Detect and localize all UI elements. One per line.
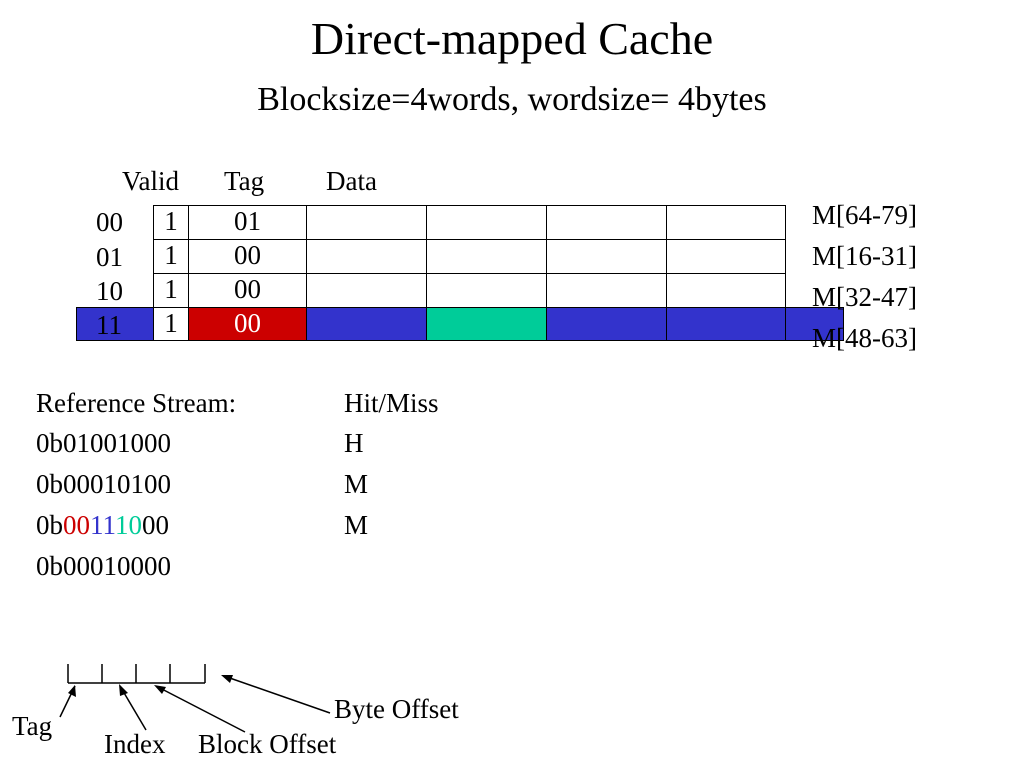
row-index-00: 00	[96, 207, 123, 237]
reference-address: 0b00010000	[36, 551, 171, 581]
index-field-label: Index	[104, 729, 166, 759]
data-cell-highlighted	[426, 307, 547, 341]
reference-stream-header: Reference Stream:	[36, 388, 237, 418]
tag-cell-highlighted: 00	[188, 307, 307, 341]
block-offset-arrow-line	[155, 685, 246, 733]
hit-miss-result: H	[344, 428, 364, 458]
memory-range-label: M[16-31]	[812, 241, 917, 271]
data-cell	[666, 307, 786, 341]
byte-offset-arrowhead	[221, 675, 233, 683]
valid-cell: 1	[153, 307, 189, 341]
page-subtitle: Blocksize=4words, wordsize= 4bytes	[257, 81, 767, 118]
tag-header: Tag	[224, 166, 265, 196]
memory-range-label: M[48-63]	[812, 323, 917, 353]
data-cell	[306, 307, 427, 341]
reference-address: 0b00010100	[36, 469, 171, 499]
tag-field-label: Tag	[12, 711, 53, 741]
hit-miss-header: Hit/Miss	[344, 388, 439, 418]
reference-address: 0b01001000	[36, 428, 171, 458]
byte-offset-field-label: Byte Offset	[334, 694, 459, 724]
data-header: Data	[326, 166, 377, 196]
row-index-01: 01	[96, 242, 123, 272]
byte-offset-arrow-line	[223, 675, 331, 714]
memory-range-label: M[64-79]	[812, 200, 917, 230]
addr-byte-offset-bits: 00	[142, 510, 169, 540]
addr-block-offset-bits: 10	[115, 510, 142, 540]
index-arrowhead	[119, 684, 128, 696]
reference-address-colored: 0b00111000	[36, 510, 169, 541]
hit-miss-result: M	[344, 469, 369, 499]
memory-range-label: M[32-47]	[812, 282, 917, 312]
addr-tag-bits: 00	[63, 510, 90, 540]
block-offset-field-label: Block Offset	[198, 729, 337, 759]
hit-miss-result: M	[344, 510, 369, 540]
addr-prefix: 0b	[36, 510, 63, 540]
valid-header: Valid	[122, 166, 179, 196]
block-offset-arrowhead	[154, 685, 166, 694]
tag-arrowhead	[68, 685, 76, 697]
row-index-11: 11	[96, 310, 122, 340]
row-index-10: 10	[96, 276, 123, 306]
page-title: Direct-mapped Cache	[310, 13, 714, 64]
addr-index-bits: 11	[90, 510, 115, 540]
